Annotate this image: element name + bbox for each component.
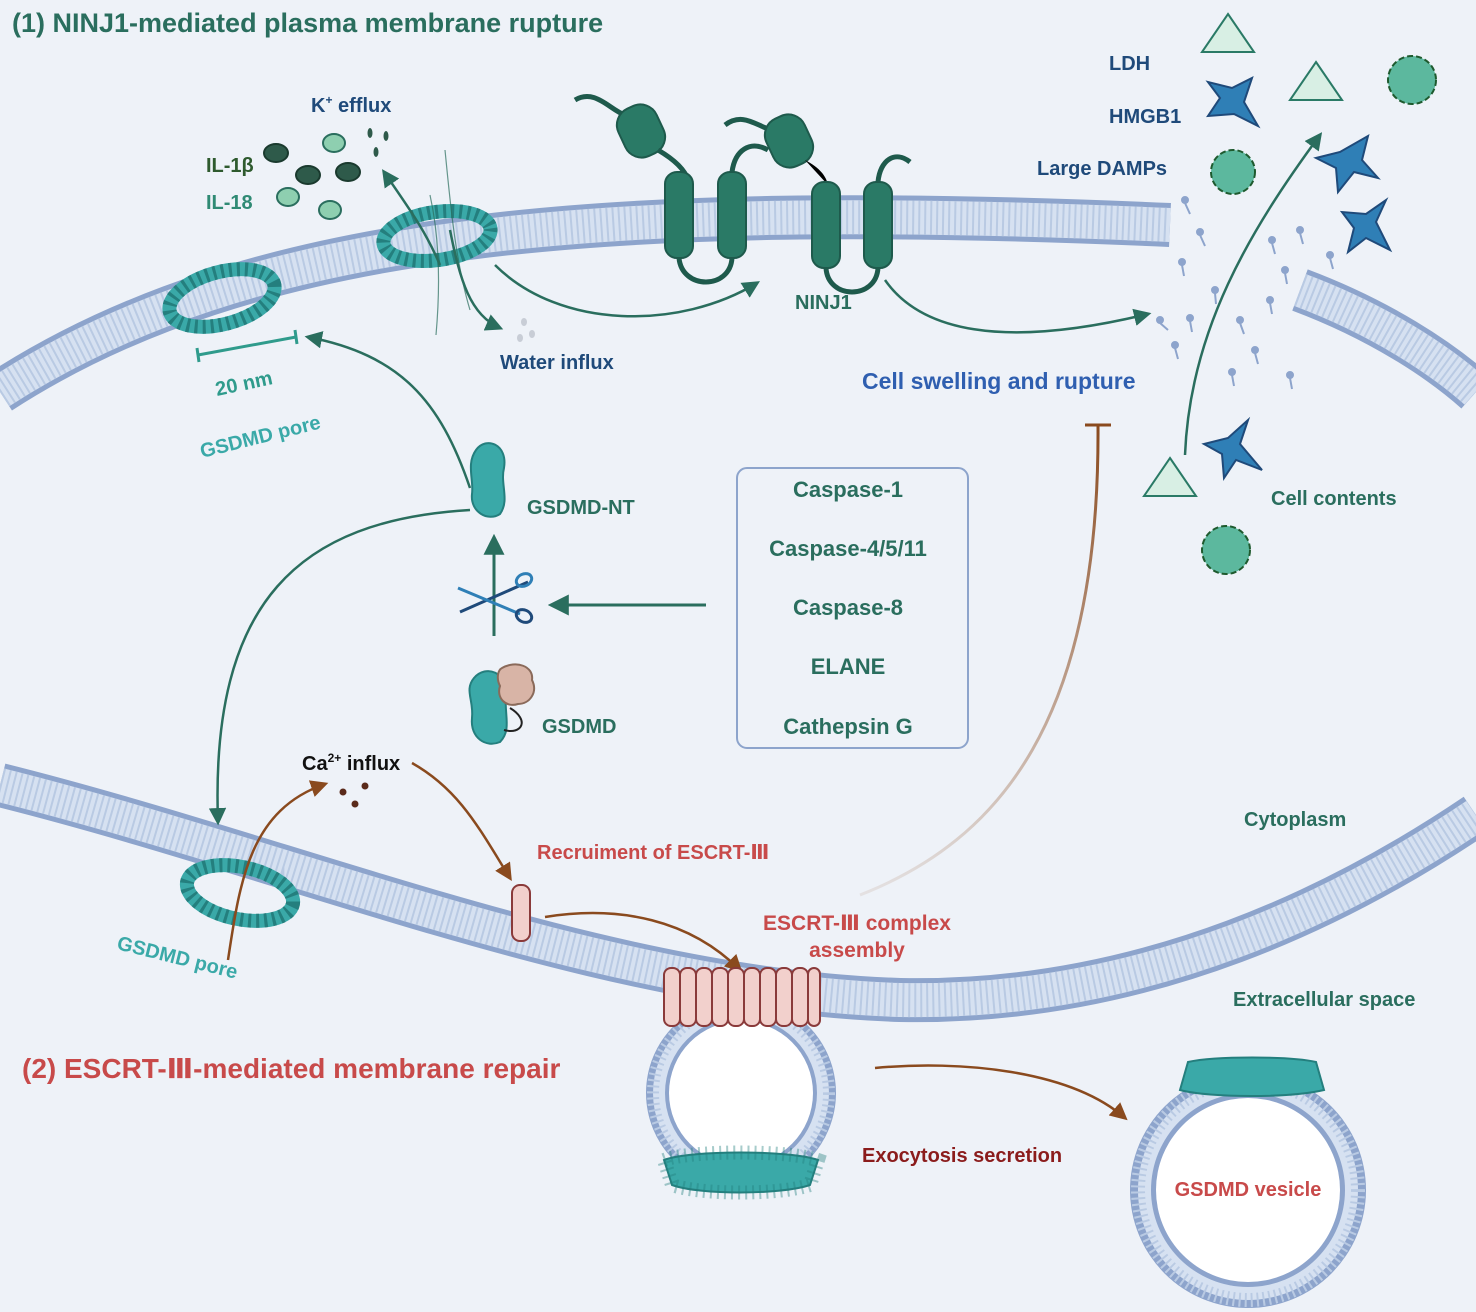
cytoplasm-label: Cytoplasm <box>1244 809 1346 831</box>
top-arrows <box>208 132 1323 826</box>
ruptured-lipids <box>1156 196 1334 390</box>
escrt-monomer <box>511 884 531 942</box>
gsdmd-full-protein <box>468 663 536 745</box>
water-influx-label: Water influx <box>500 352 614 374</box>
scissors-icon <box>457 572 534 624</box>
gsdmd-vesicle <box>1130 1056 1366 1308</box>
calcium-particles <box>339 782 369 808</box>
protease-item: Cathepsin G <box>783 714 913 739</box>
protease-item: ELANE <box>811 654 886 679</box>
cytokine-particles <box>263 128 389 220</box>
cell-contents-label: Cell contents <box>1271 488 1397 510</box>
ninj1-label: NINJ1 <box>795 292 852 314</box>
gsdmd-pore-top-label: GSDMD pore <box>198 412 323 463</box>
efflux-lines <box>429 149 471 336</box>
protease-box <box>736 467 969 749</box>
il18-label: IL-18 <box>206 192 253 214</box>
gsdmd-vesicle-label: GSDMD vesicle <box>1175 1179 1322 1201</box>
ca-sup: 2+ <box>328 751 342 765</box>
recruitment-label: Recruiment of ESCRT-Ⅲ <box>537 842 769 864</box>
cell-swelling-label: Cell swelling and rupture <box>862 368 1135 394</box>
hmgb1-label: HMGB1 <box>1109 106 1181 128</box>
gsdmd-label: GSDMD <box>542 716 616 738</box>
large-damps-label: Large DAMPs <box>1037 158 1167 180</box>
protease-list: Caspase-1 Caspase-4/5/11 Caspase-8 ELANE… <box>769 477 927 739</box>
water-drops <box>517 318 535 342</box>
gsdmd-pore-bottom-label: GSDMD pore <box>115 933 240 984</box>
ldh-label: LDH <box>1109 53 1150 75</box>
damp-symbols <box>1142 12 1437 575</box>
ca-base: Ca <box>302 753 328 775</box>
escrt-complex-label-line1: ESCRT-Ⅲ complex <box>763 912 951 935</box>
gsdmd-nt-label: GSDMD-NT <box>527 497 635 519</box>
k-efflux-tail: efflux <box>332 95 391 117</box>
escrt-complex-label-line2: assembly <box>809 939 905 962</box>
exocytosis-label: Exocytosis secretion <box>862 1145 1062 1167</box>
ca-influx-label: Ca2+ influx <box>302 751 400 775</box>
bottom-title: (2) ESCRT-Ⅲ-mediated membrane repair <box>22 1053 560 1084</box>
inhibition-line <box>859 423 1111 897</box>
ninj1-protein-left <box>573 93 770 285</box>
scale-bar <box>195 329 299 363</box>
protease-item: Caspase-4/5/11 <box>769 536 927 561</box>
k-efflux-base: K <box>311 95 326 117</box>
protease-item: Caspase-1 <box>793 477 903 502</box>
scale-bar-label: 20 nm <box>213 367 274 401</box>
ninj1-protein-right <box>723 113 912 295</box>
repair-arrows <box>226 761 1128 1121</box>
protease-item: Caspase-8 <box>793 595 903 620</box>
top-title: (1) NINJ1-mediated plasma membrane ruptu… <box>12 8 603 38</box>
ca-tail: influx <box>341 753 400 775</box>
top-membrane <box>0 195 1476 411</box>
extracellular-label: Extracellular space <box>1233 989 1415 1011</box>
il1b-label: IL-1β <box>206 155 254 177</box>
k-efflux-label: K+ efflux <box>311 93 391 117</box>
bottom-membrane <box>0 763 1476 1023</box>
escrt-complex <box>663 967 821 1027</box>
k-efflux-sup: + <box>325 93 332 107</box>
gsdmd-pore-top-left <box>162 262 282 334</box>
gsdmd-nt-protein <box>469 442 506 518</box>
budding-vesicle <box>646 998 836 1200</box>
